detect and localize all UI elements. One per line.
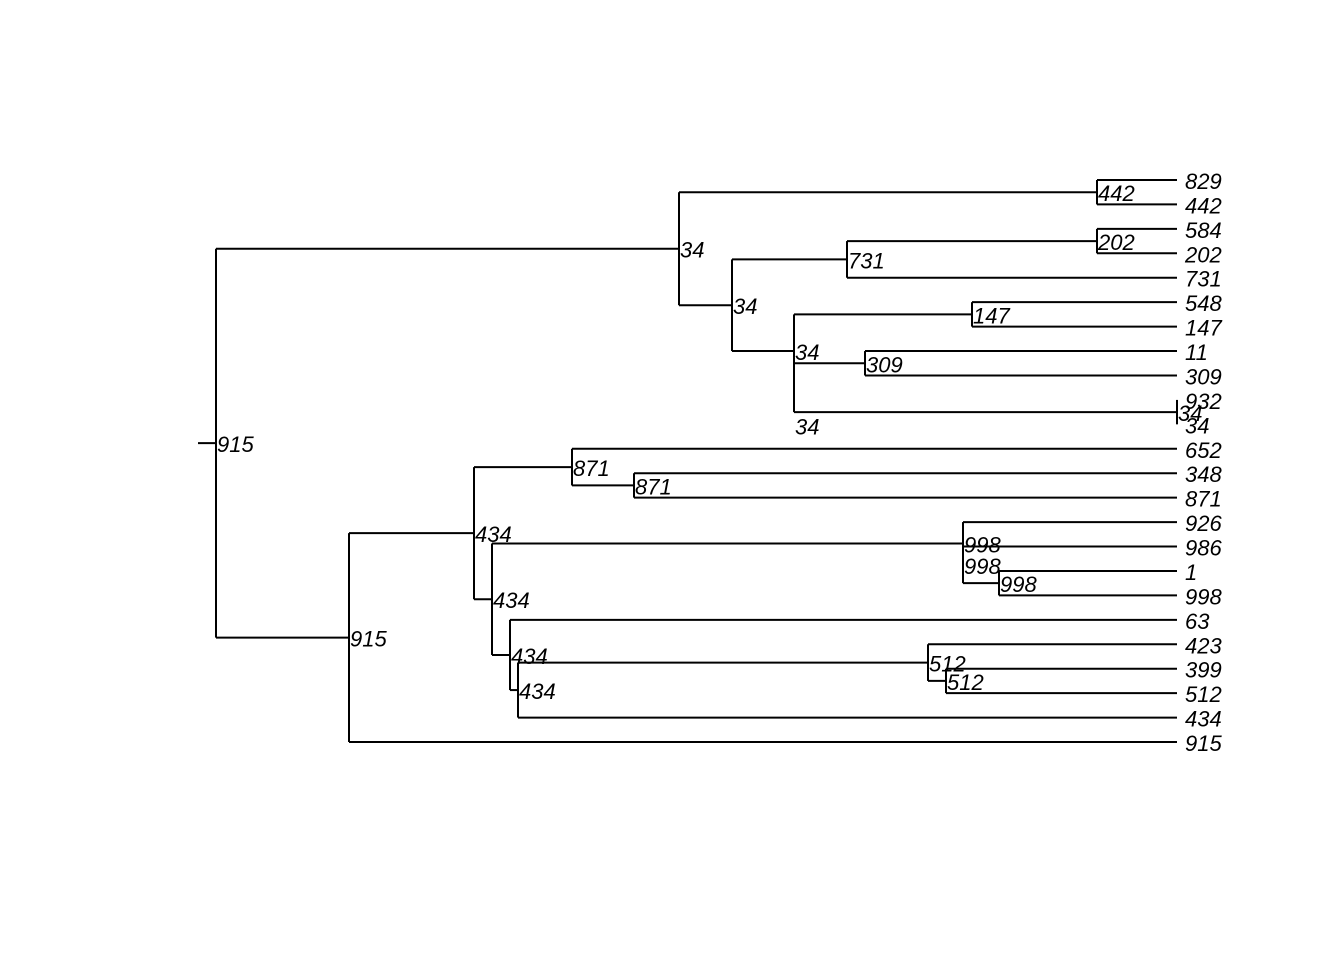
tip-label: 932 [1185, 389, 1222, 414]
node-label: 202 [1097, 230, 1135, 255]
tip-label: 926 [1185, 511, 1222, 536]
tip-label: 309 [1185, 364, 1222, 389]
node-label: 915 [350, 627, 387, 652]
node-label: 998 [964, 532, 1001, 557]
node-label: 34 [795, 340, 819, 365]
tip-label: 986 [1185, 536, 1222, 561]
node-label: 512 [947, 670, 984, 695]
node-label: 871 [573, 456, 610, 481]
tip-label: 348 [1185, 462, 1222, 487]
tip-label: 548 [1185, 291, 1222, 316]
tip-label: 1 [1185, 560, 1197, 585]
node-label: 434 [511, 644, 548, 669]
tip-label: 202 [1184, 242, 1222, 267]
tip-label: 915 [1185, 731, 1222, 756]
tree-labels: 9153444234731202341473430934915434871871… [217, 169, 1222, 756]
node-label: 434 [519, 679, 556, 704]
node-label: 998 [964, 554, 1001, 579]
node-label: 34 [1178, 401, 1202, 426]
tip-label: 63 [1185, 609, 1210, 634]
tip-label: 11 [1185, 340, 1208, 365]
tip-label: 652 [1185, 438, 1222, 463]
node-label: 309 [866, 352, 903, 377]
node-label: 34 [795, 415, 819, 440]
node-label: 871 [635, 474, 672, 499]
tip-label: 829 [1185, 169, 1222, 194]
tip-label: 423 [1185, 633, 1222, 658]
node-label: 512 [929, 652, 966, 677]
tip-label: 442 [1185, 193, 1222, 218]
tip-label: 34 [1185, 413, 1209, 438]
node-label: 442 [1098, 181, 1135, 206]
tip-label: 512 [1185, 682, 1222, 707]
tree-edges [198, 179, 1178, 743]
tip-label: 871 [1185, 487, 1222, 512]
node-label: 998 [1000, 572, 1037, 597]
tip-label: 147 [1185, 316, 1222, 341]
tip-label: 584 [1185, 218, 1222, 243]
node-label: 915 [217, 432, 254, 457]
node-label: 147 [973, 303, 1010, 328]
node-label: 34 [733, 294, 757, 319]
tip-label: 399 [1185, 658, 1222, 683]
node-label: 434 [493, 588, 530, 613]
node-label: 434 [475, 522, 512, 547]
tip-label: 434 [1185, 707, 1222, 732]
node-label: 731 [848, 248, 885, 273]
tip-label: 731 [1185, 267, 1222, 292]
tip-label: 998 [1185, 584, 1222, 609]
node-label: 34 [680, 238, 704, 263]
